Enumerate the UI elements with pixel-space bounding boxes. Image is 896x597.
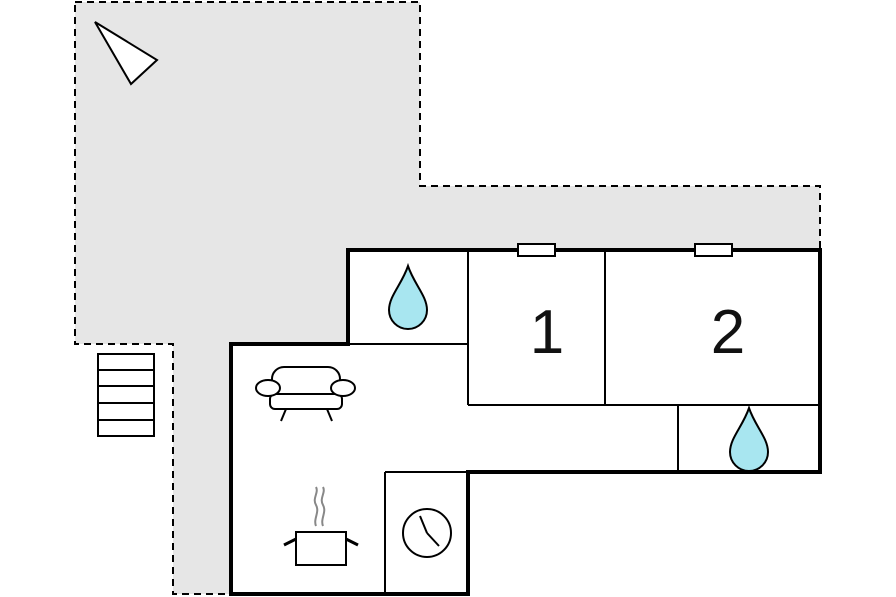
cooking-pot-icon [283, 531, 359, 566]
water-drop-icon [728, 404, 770, 472]
sofa-icon [255, 366, 356, 422]
steam-icon [313, 486, 326, 527]
interior-walls [348, 250, 820, 594]
window-icon [517, 243, 556, 257]
compass-triangle-icon [94, 21, 159, 86]
stairs-icon [97, 353, 155, 437]
room-label-2: 2 [711, 298, 745, 367]
water-drop-icon [387, 262, 429, 330]
room-label-1: 1 [530, 298, 564, 367]
clock-icon [402, 508, 452, 558]
window-icon [694, 243, 733, 257]
terrace-area [74, 1, 821, 595]
building-outline [229, 248, 822, 596]
